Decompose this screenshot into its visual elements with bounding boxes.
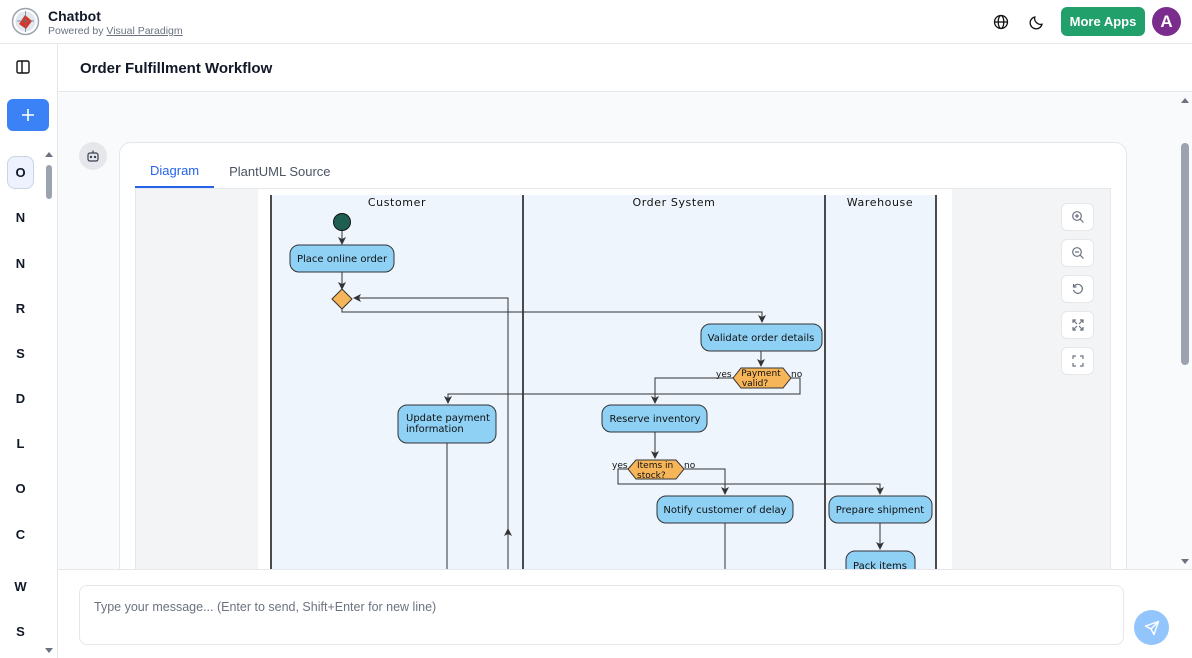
flow-arrow — [341, 309, 766, 323]
send-icon — [1144, 620, 1159, 635]
sidebar — [0, 44, 58, 658]
action-label: Validate order details — [708, 333, 815, 344]
sidebar-scroll-down-icon[interactable] — [44, 647, 54, 655]
new-chat-button[interactable] — [7, 99, 49, 131]
conversation-item[interactable]: S — [16, 624, 25, 639]
diagram-viewer: Customer Order System Warehouse Place on… — [135, 189, 1111, 569]
conversation-item[interactable]: R — [15, 301, 26, 316]
diagram-card: Diagram PlantUML Source — [119, 142, 1127, 569]
action-label: Place online order — [297, 254, 388, 265]
zoom-in-icon — [1071, 211, 1084, 223]
conversation-item[interactable]: W — [14, 579, 27, 594]
action-label: Pack items — [853, 561, 907, 569]
sidebar-scroll-up-icon[interactable] — [44, 150, 54, 158]
action-label: Prepare shipment — [836, 505, 925, 516]
message-composer — [58, 569, 1192, 658]
start-node — [333, 213, 351, 231]
tab-diagram[interactable]: Diagram — [135, 155, 215, 188]
top-bar: Chatbot Powered by Visual Paradigm More … — [0, 0, 1192, 44]
conversation-item[interactable]: C — [15, 527, 26, 542]
visual-paradigm-link[interactable]: Visual Paradigm — [106, 25, 183, 37]
zoom-out-button[interactable] — [1061, 239, 1094, 267]
decision-label: Items in — [637, 461, 673, 471]
branch-label-yes: yes — [716, 370, 732, 380]
decision-label: Payment — [741, 369, 781, 379]
loop-back-arrow — [353, 294, 509, 569]
conversation-header: Order Fulfillment Workflow — [58, 44, 1192, 92]
swimlane-label-customer: Customer — [368, 196, 426, 209]
zoom-in-button[interactable] — [1061, 203, 1094, 231]
conversation-item[interactable]: S — [16, 346, 25, 361]
app-logo — [11, 7, 40, 36]
flow-arrow — [684, 468, 729, 495]
tab-plantuml-source[interactable]: PlantUML Source — [229, 164, 331, 179]
send-button[interactable] — [1134, 610, 1169, 645]
diagram-tabs: Diagram PlantUML Source — [135, 155, 346, 189]
branch-label-no: no — [684, 461, 696, 471]
sidebar-toggle-icon[interactable] — [14, 59, 32, 75]
flow-arrow — [444, 377, 801, 404]
fullscreen-icon — [1071, 355, 1084, 367]
branch-label-no: no — [791, 370, 803, 380]
swimlane-label-order-system: Order System — [633, 196, 716, 209]
main-scroll-down-icon[interactable] — [1180, 558, 1190, 566]
robot-icon — [87, 150, 99, 162]
bot-avatar — [79, 142, 107, 170]
action-label: Notify customer of delay — [663, 505, 786, 516]
reset-view-button[interactable] — [1061, 275, 1094, 303]
main-scroll-up-icon[interactable] — [1180, 96, 1190, 104]
activity-diagram: Customer Order System Warehouse Place on… — [258, 189, 952, 569]
conversation-item[interactable]: N — [15, 210, 26, 225]
conversation-item[interactable]: O — [7, 156, 34, 189]
fit-expand-icon — [1071, 319, 1084, 331]
app-title: Chatbot — [48, 8, 101, 24]
powered-by: Powered by Visual Paradigm — [48, 25, 183, 37]
fit-to-screen-button[interactable] — [1061, 311, 1094, 339]
decision-label: stock? — [637, 471, 666, 481]
decision-label: valid? — [742, 379, 769, 389]
reset-rotate-icon — [1072, 283, 1083, 294]
conversation-item[interactable]: D — [15, 391, 26, 406]
main-scrollbar-thumb[interactable] — [1181, 143, 1189, 365]
branch-label-yes: yes — [612, 461, 628, 471]
conversation-item[interactable]: N — [15, 256, 26, 271]
action-label: Update payment — [406, 413, 490, 424]
conversation-item[interactable]: O — [15, 481, 26, 496]
zoom-out-icon — [1071, 247, 1084, 259]
user-avatar[interactable]: A — [1152, 7, 1181, 36]
sidebar-scrollbar-thumb[interactable] — [46, 165, 52, 199]
action-label: information — [406, 424, 464, 435]
dark-mode-moon-icon[interactable] — [1026, 11, 1048, 33]
flow-arrow — [617, 468, 884, 495]
message-input[interactable] — [79, 585, 1124, 645]
language-globe-icon[interactable] — [990, 11, 1012, 33]
fullscreen-button[interactable] — [1061, 347, 1094, 375]
flow-arrow — [651, 377, 733, 404]
more-apps-button[interactable]: More Apps — [1061, 7, 1145, 36]
action-label: Reserve inventory — [610, 414, 701, 425]
plus-icon — [22, 109, 34, 121]
chat-area: Diagram PlantUML Source — [58, 92, 1192, 569]
action-pack-items — [845, 550, 916, 569]
swimlane-label-warehouse: Warehouse — [847, 196, 914, 209]
powered-by-prefix: Powered by — [48, 25, 107, 37]
conversation-item[interactable]: L — [16, 436, 25, 451]
tabs-divider — [135, 188, 1111, 189]
page-title: Order Fulfillment Workflow — [80, 60, 273, 77]
